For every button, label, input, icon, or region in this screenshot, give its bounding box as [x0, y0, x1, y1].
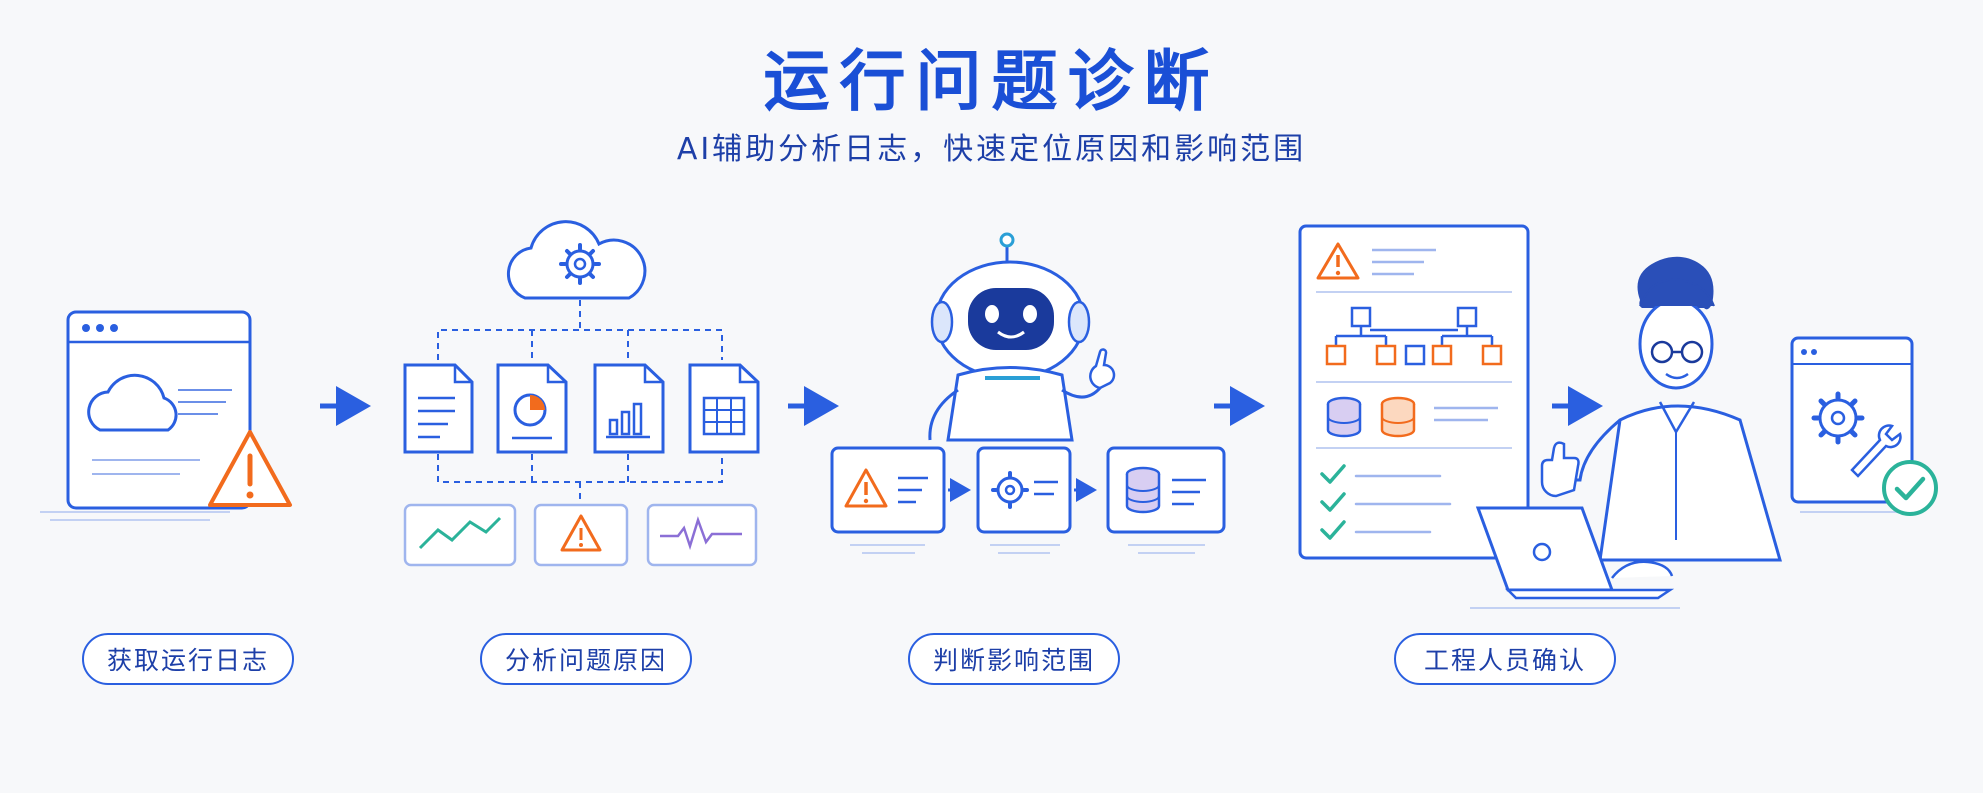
browser-window	[40, 310, 252, 521]
waveform-card	[646, 503, 758, 567]
warning-icon	[208, 430, 292, 507]
check-circle-icon	[1882, 460, 1938, 516]
document-pie-icon	[496, 363, 568, 454]
gear-icon	[1811, 391, 1865, 445]
robot-icon	[928, 232, 1116, 442]
step4-illustration	[1298, 224, 1938, 609]
trend-line-card	[403, 503, 517, 567]
database-analysis-card	[1106, 446, 1226, 554]
settings-panel	[1790, 336, 1914, 513]
step3-illustration	[830, 232, 1226, 554]
cloud-gear-icon	[506, 220, 647, 300]
step-label-engineer-confirm: 工程人员确认	[1394, 633, 1616, 685]
tree-icon	[1325, 306, 1503, 366]
warning-card	[533, 503, 629, 567]
database-icon	[1326, 396, 1362, 438]
checklist	[1320, 464, 1452, 540]
document-text-icon	[403, 363, 474, 454]
step2-illustration	[403, 220, 760, 567]
laptop-icon	[1470, 506, 1680, 609]
step-label-collect-logs: 获取运行日志	[82, 633, 294, 685]
document-table-icon	[688, 363, 760, 454]
document-bar-chart-icon	[593, 363, 665, 454]
page-subtitle: AI辅助分析日志，快速定位原因和影响范围	[676, 132, 1307, 167]
step-label-analyze-cause: 分析问题原因	[480, 633, 692, 685]
step1-illustration	[40, 310, 292, 521]
engineer-person	[1540, 256, 1782, 562]
cloud-icon	[87, 373, 178, 432]
warning-analysis-card	[830, 446, 946, 554]
report-panel	[1298, 224, 1530, 560]
step-label-impact-scope: 判断影响范围	[908, 633, 1120, 685]
wrench-icon	[1850, 424, 1902, 478]
connector-lines	[437, 300, 723, 500]
database-warning-icon	[1380, 396, 1416, 438]
gear-analysis-card	[976, 446, 1072, 554]
thumbs-up-icon	[1540, 441, 1580, 498]
page-title: 运行问题诊断	[763, 43, 1220, 120]
